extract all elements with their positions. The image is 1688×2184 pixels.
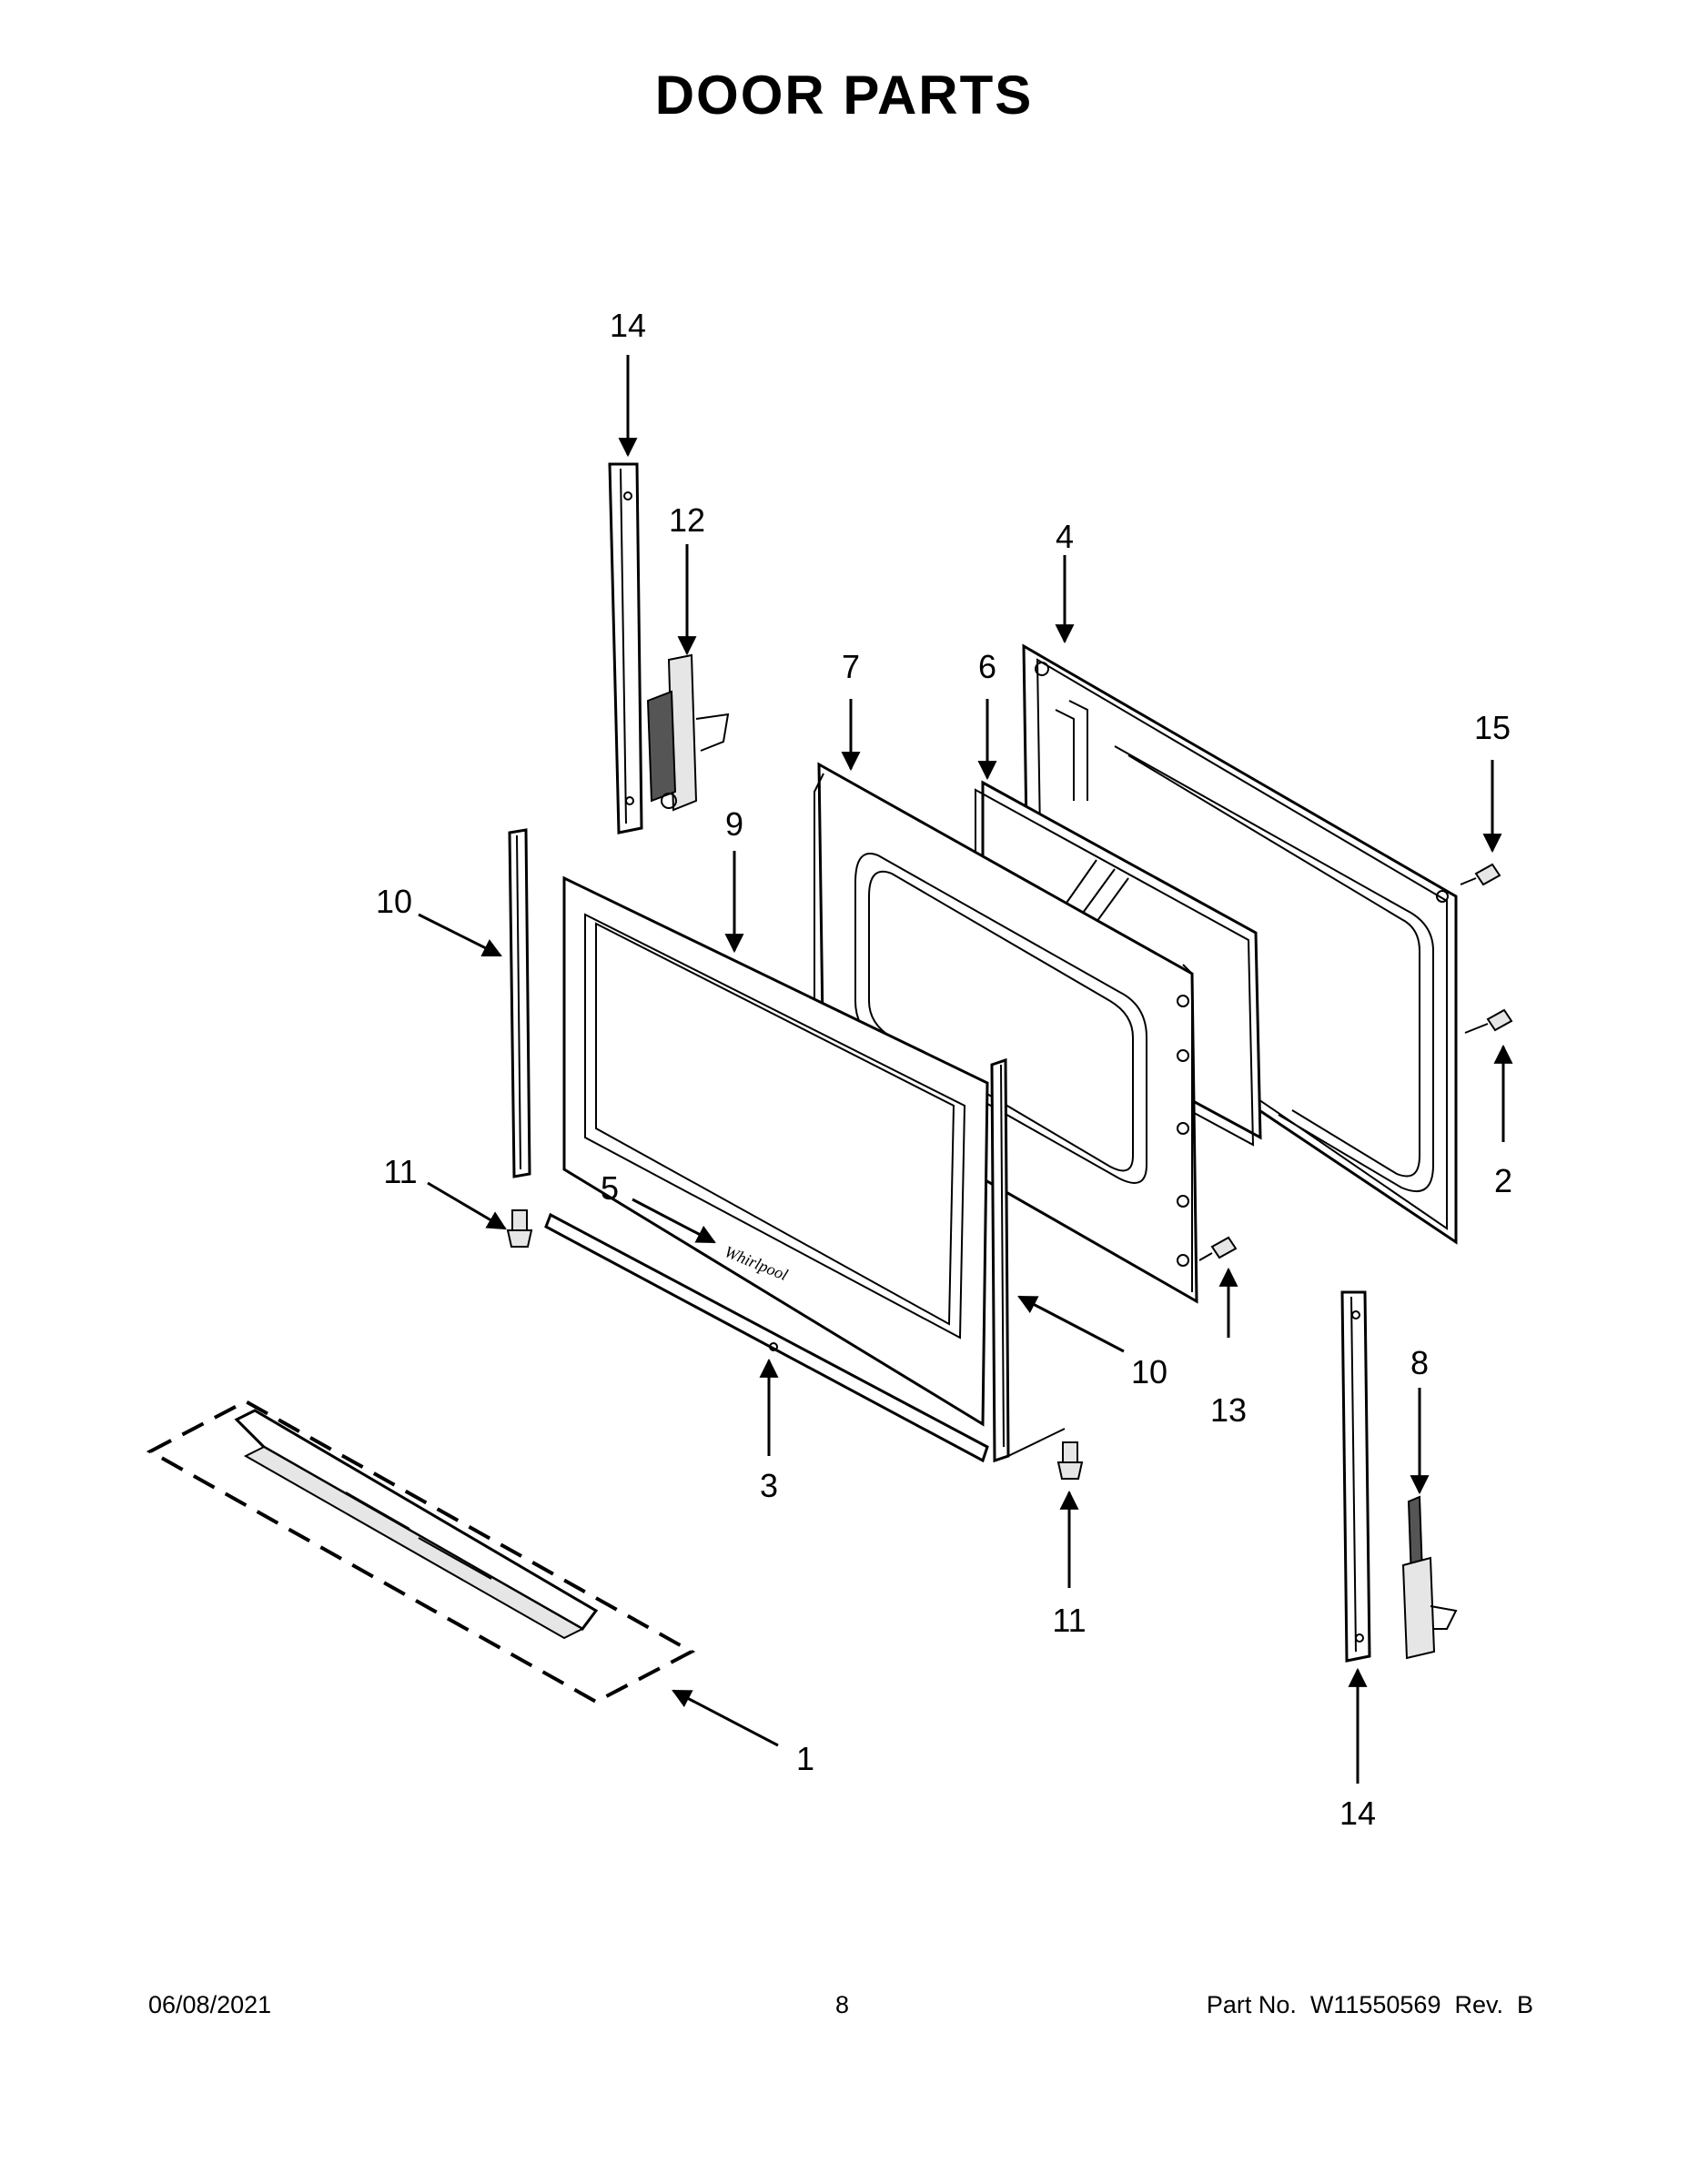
hinge-right [1401, 1495, 1458, 1660]
callout-14-bottom: 14 [1339, 1795, 1376, 1832]
door-liner-frame [814, 762, 1198, 1304]
callout-15: 15 [1474, 709, 1511, 746]
footer-part-number: Part No. W11550569 Rev. B [1206, 1991, 1533, 2018]
callout-5: 5 [601, 1169, 619, 1207]
callout-12: 12 [669, 501, 705, 539]
footer-date: 06/08/2021 [148, 1991, 272, 2018]
hinge-channel-bottom [1340, 1290, 1371, 1663]
callout-10-left: 10 [376, 883, 412, 920]
callout-1: 1 [796, 1740, 814, 1777]
callout-4: 4 [1056, 518, 1074, 555]
door-bottom-trim [544, 1212, 989, 1463]
hinge-channel-top [608, 462, 643, 834]
door-handle-assembly [146, 1399, 696, 1704]
callout-8: 8 [1410, 1344, 1429, 1381]
callout-9: 9 [725, 805, 743, 843]
screw-11-left [506, 1209, 533, 1248]
page-title: DOOR PARTS [654, 65, 1034, 126]
screw-2 [1464, 1008, 1513, 1034]
callout-11-right: 11 [1052, 1602, 1086, 1639]
callout-14-top: 14 [610, 307, 646, 344]
callout-3: 3 [760, 1467, 778, 1504]
leader-lines [418, 355, 1513, 1784]
callout-11-left: 11 [383, 1153, 417, 1190]
callout-7: 7 [842, 648, 860, 685]
callout-6: 6 [978, 648, 996, 685]
callout-13: 13 [1210, 1391, 1247, 1429]
footer-page-number: 8 [835, 1991, 850, 2018]
door-side-trim-left [508, 828, 531, 1178]
screw-13 [1198, 1236, 1238, 1261]
callout-2: 2 [1494, 1162, 1512, 1199]
outer-door-panel [562, 875, 989, 1427]
door-side-trim-right [990, 1057, 1066, 1463]
callout-10-right: 10 [1131, 1353, 1167, 1390]
screw-15 [1460, 863, 1501, 886]
hinge-left [646, 653, 730, 812]
screw-11-right [1056, 1441, 1084, 1480]
